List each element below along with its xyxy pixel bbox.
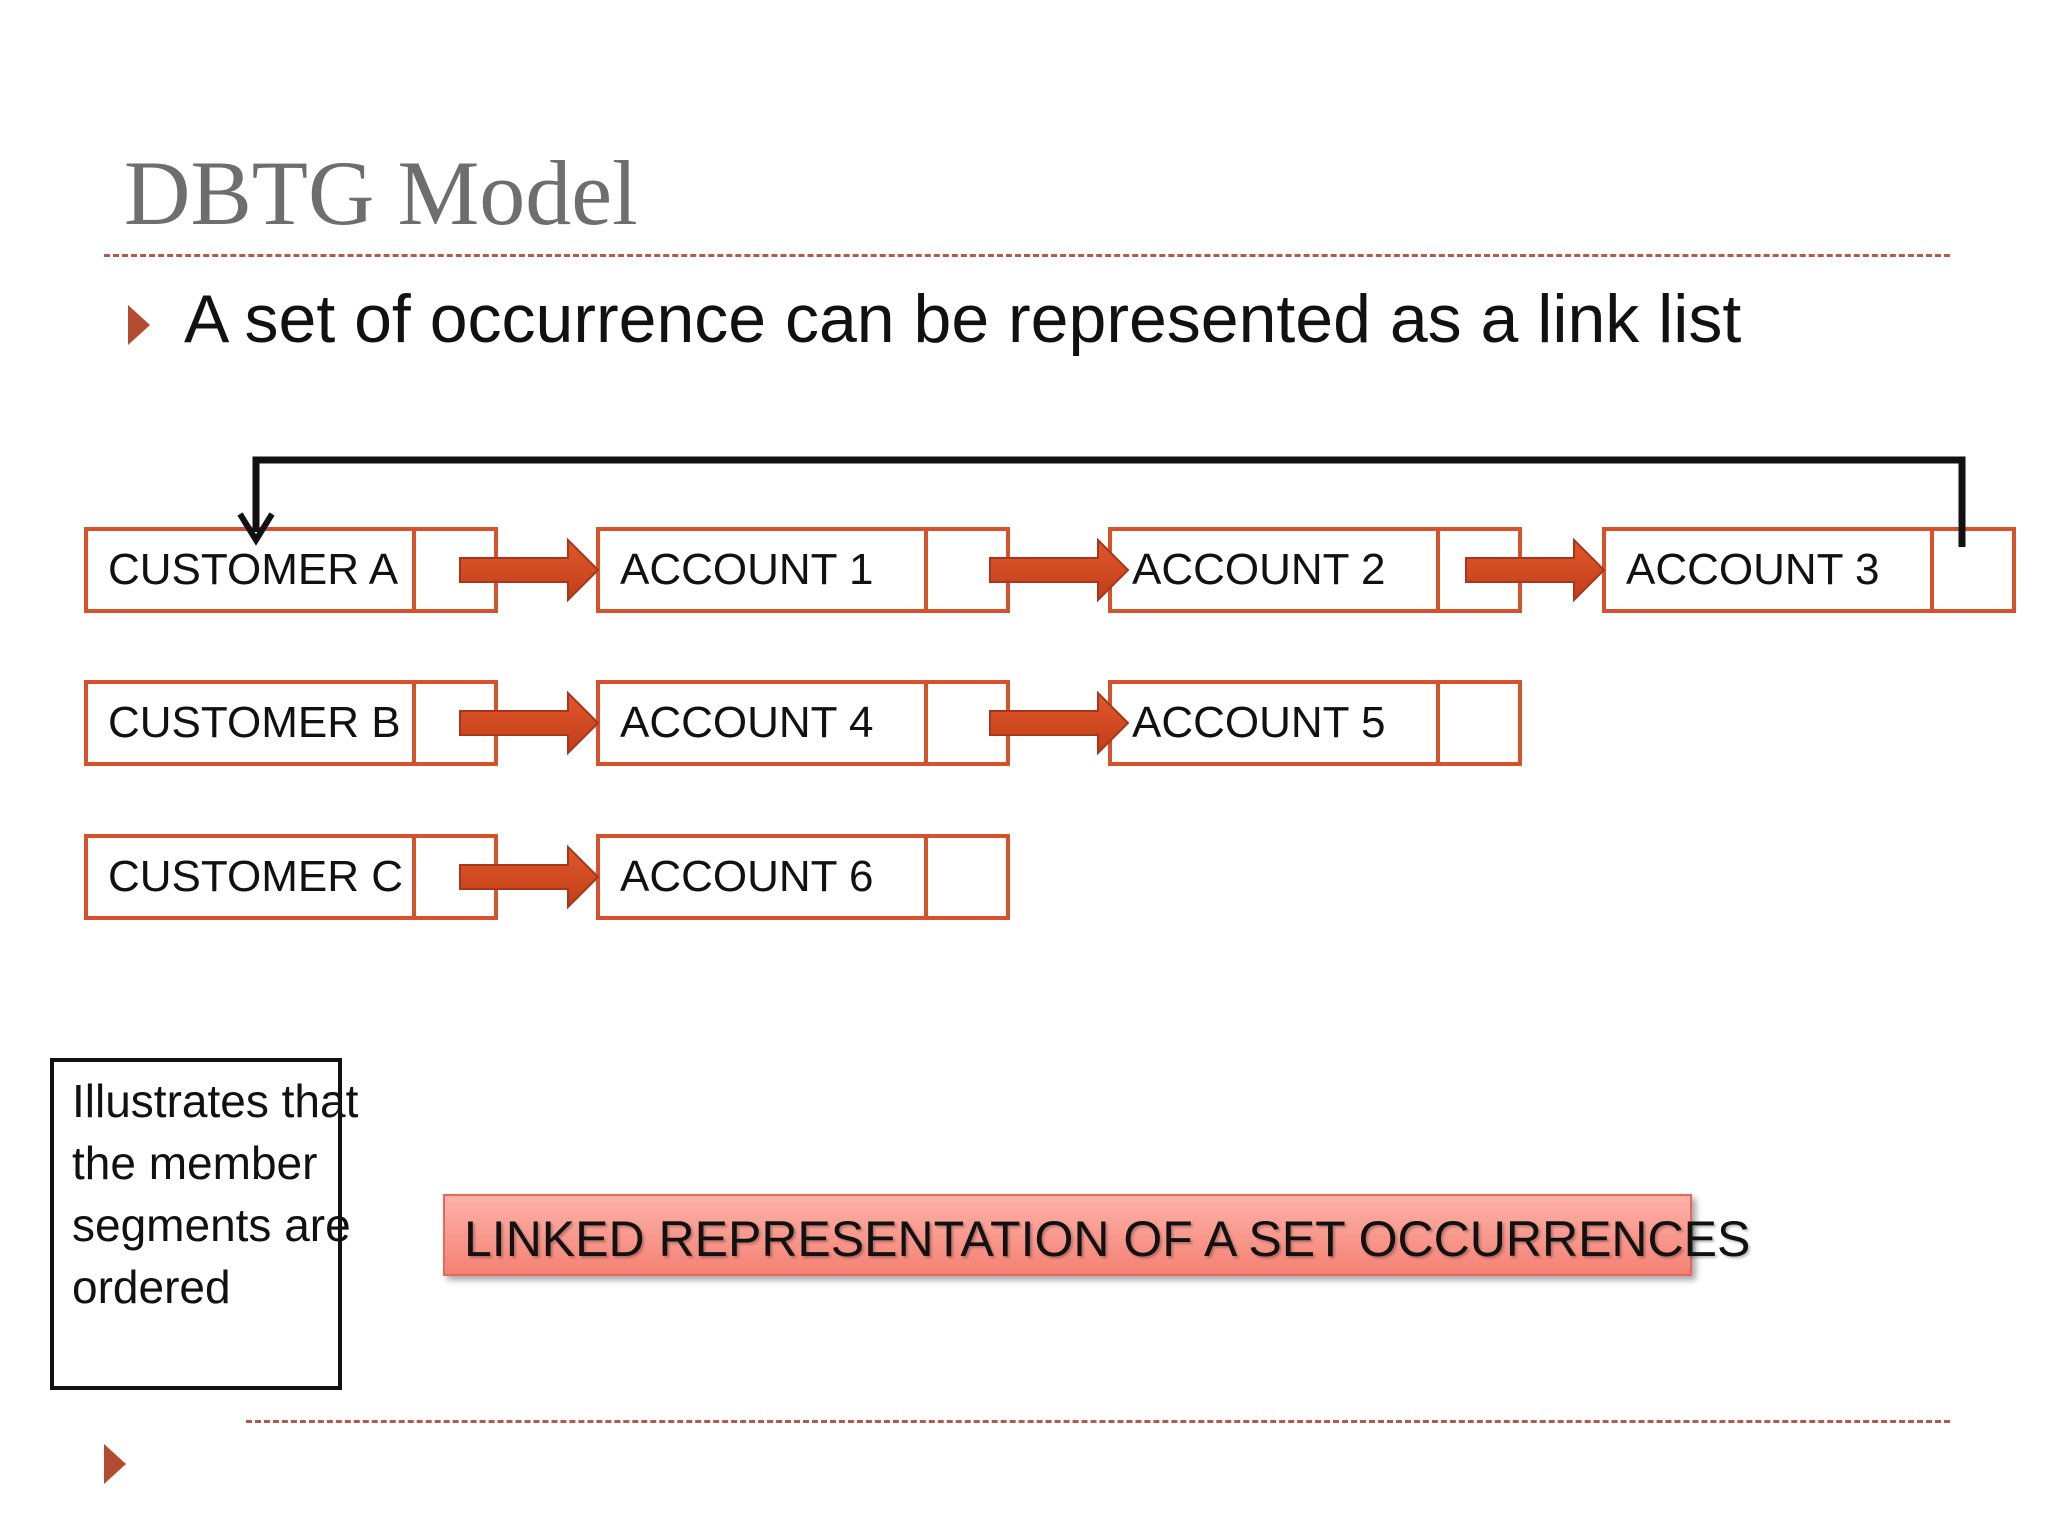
record-account-1: ACCOUNT 1 bbox=[596, 527, 1010, 613]
footer-arrow-icon bbox=[104, 1444, 126, 1484]
link-arrow bbox=[989, 690, 1130, 756]
record-account-2: ACCOUNT 2 bbox=[1108, 527, 1522, 613]
record-field bbox=[1606, 531, 1934, 609]
bullet-arrow-icon bbox=[128, 305, 150, 345]
note-text: Illustrates that the member segments are… bbox=[72, 1075, 359, 1313]
record-label: CUSTOMER B bbox=[108, 698, 401, 747]
record-label: CUSTOMER C bbox=[108, 852, 403, 901]
link-arrow bbox=[459, 844, 600, 910]
return-link-arrowhead bbox=[237, 512, 275, 546]
record-customer-a: CUSTOMER A bbox=[84, 527, 498, 613]
record-field bbox=[88, 684, 416, 762]
note-box bbox=[50, 1058, 342, 1390]
link-arrow bbox=[459, 537, 600, 603]
record-account-3: ACCOUNT 3 bbox=[1602, 527, 2016, 613]
record-customer-c: CUSTOMER C bbox=[84, 834, 498, 920]
record-customer-b: CUSTOMER B bbox=[84, 680, 498, 766]
record-label: ACCOUNT 6 bbox=[620, 852, 874, 901]
bullet-text: A set of occurrence can be represented a… bbox=[184, 281, 1742, 357]
return-link-line bbox=[252, 456, 1966, 547]
record-label: CUSTOMER A bbox=[108, 545, 399, 594]
record-field bbox=[88, 531, 416, 609]
record-field bbox=[1112, 531, 1440, 609]
record-label: ACCOUNT 5 bbox=[1132, 698, 1386, 747]
slide-title: DBTG Model bbox=[124, 142, 638, 244]
title-divider bbox=[104, 254, 1950, 257]
link-arrow bbox=[1465, 537, 1606, 603]
caption-text: LINKED REPRESENTATION OF A SET OCCURRENC… bbox=[464, 1211, 1751, 1267]
record-field bbox=[600, 684, 928, 762]
record-field bbox=[88, 838, 416, 916]
record-account-5: ACCOUNT 5 bbox=[1108, 680, 1522, 766]
link-arrow bbox=[989, 537, 1130, 603]
record-field bbox=[600, 531, 928, 609]
caption-box bbox=[443, 1194, 1692, 1276]
record-label: ACCOUNT 3 bbox=[1626, 545, 1880, 594]
record-label: ACCOUNT 4 bbox=[620, 698, 874, 747]
record-label: ACCOUNT 2 bbox=[1132, 545, 1386, 594]
link-arrow bbox=[459, 690, 600, 756]
footer-divider bbox=[246, 1420, 1950, 1423]
record-field bbox=[1112, 684, 1440, 762]
record-label: ACCOUNT 1 bbox=[620, 545, 874, 594]
record-account-6: ACCOUNT 6 bbox=[596, 834, 1010, 920]
record-field bbox=[600, 838, 928, 916]
